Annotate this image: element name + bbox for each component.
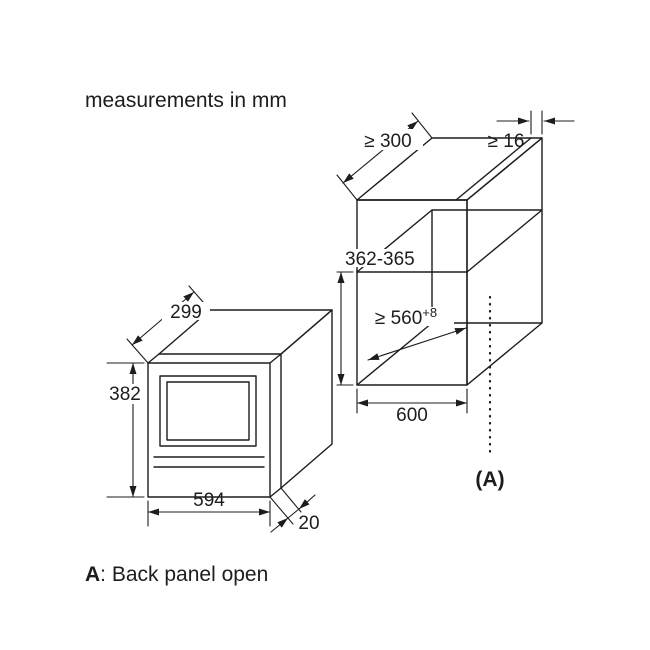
extension-lines bbox=[336, 112, 433, 201]
back-panel-marker-label: (A) bbox=[475, 468, 504, 491]
niche-height-dimension: 362-365 bbox=[336, 249, 425, 386]
niche-depth-label: ≥ 300 bbox=[364, 131, 411, 152]
extension-lines bbox=[126, 285, 211, 364]
oven-door-edges bbox=[147, 353, 282, 498]
niche-width-label: ≥ 560+8 bbox=[375, 305, 437, 329]
niche-width-value: ≥ 560 bbox=[375, 308, 422, 329]
oven-drawing bbox=[147, 309, 333, 498]
cabinet-drawing bbox=[356, 137, 543, 386]
oven-depth-dimension: 299 bbox=[126, 285, 211, 364]
extension-lines bbox=[530, 110, 543, 135]
extension-lines bbox=[106, 362, 145, 498]
oven-handle bbox=[153, 456, 265, 468]
oven-width-label: 594 bbox=[193, 490, 225, 511]
side-panel-label: ≥ 16 bbox=[488, 131, 525, 152]
dimension-arrow bbox=[298, 494, 316, 510]
oven-door-front bbox=[147, 362, 271, 498]
label-backing bbox=[343, 249, 425, 267]
side-panel-inner-edge bbox=[455, 137, 532, 201]
footnote: A: Back panel open bbox=[85, 563, 268, 586]
door-offset-label: 20 bbox=[298, 513, 319, 534]
cabinet-front-opening bbox=[356, 199, 468, 386]
dimension-line bbox=[367, 327, 467, 361]
dimension-arrow bbox=[270, 517, 289, 533]
cabinet-width-label: 600 bbox=[396, 405, 428, 426]
oven-depth-label: 299 bbox=[170, 302, 202, 323]
door-offset-dimension: 20 bbox=[269, 487, 320, 534]
oven-height-dimension: 382 bbox=[103, 362, 147, 498]
niche-height-label: 362-365 bbox=[345, 249, 415, 270]
oven-door-window-inner bbox=[166, 381, 250, 441]
oven-width-dimension: 594 bbox=[147, 490, 271, 527]
cabinet-width-dimension: 600 bbox=[356, 388, 468, 426]
niche-depth-dimension: ≥ 300 bbox=[336, 112, 433, 201]
extension-lines bbox=[269, 487, 302, 525]
extension-lines bbox=[336, 271, 354, 386]
label-backing bbox=[103, 384, 147, 404]
page-title: measurements in mm bbox=[85, 89, 287, 112]
cabinet-interior-edges bbox=[356, 209, 543, 386]
oven-height-label: 382 bbox=[109, 384, 141, 405]
niche-width-tolerance: +8 bbox=[422, 305, 437, 320]
dimension-line bbox=[287, 508, 300, 519]
footnote-key: A bbox=[85, 563, 100, 586]
oven-door-window-outer bbox=[159, 375, 257, 447]
label-backing bbox=[364, 307, 454, 326]
back-panel-reference: (A) bbox=[475, 295, 505, 491]
side-panel-dimension: ≥ 16 bbox=[488, 110, 575, 152]
footnote-text: : Back panel open bbox=[100, 563, 268, 586]
cabinet-right-face bbox=[466, 137, 543, 386]
label-backing bbox=[353, 129, 423, 150]
niche-width-dimension: ≥ 560+8 bbox=[364, 305, 467, 361]
oven-right-face bbox=[280, 309, 333, 489]
label-backing bbox=[162, 302, 210, 320]
